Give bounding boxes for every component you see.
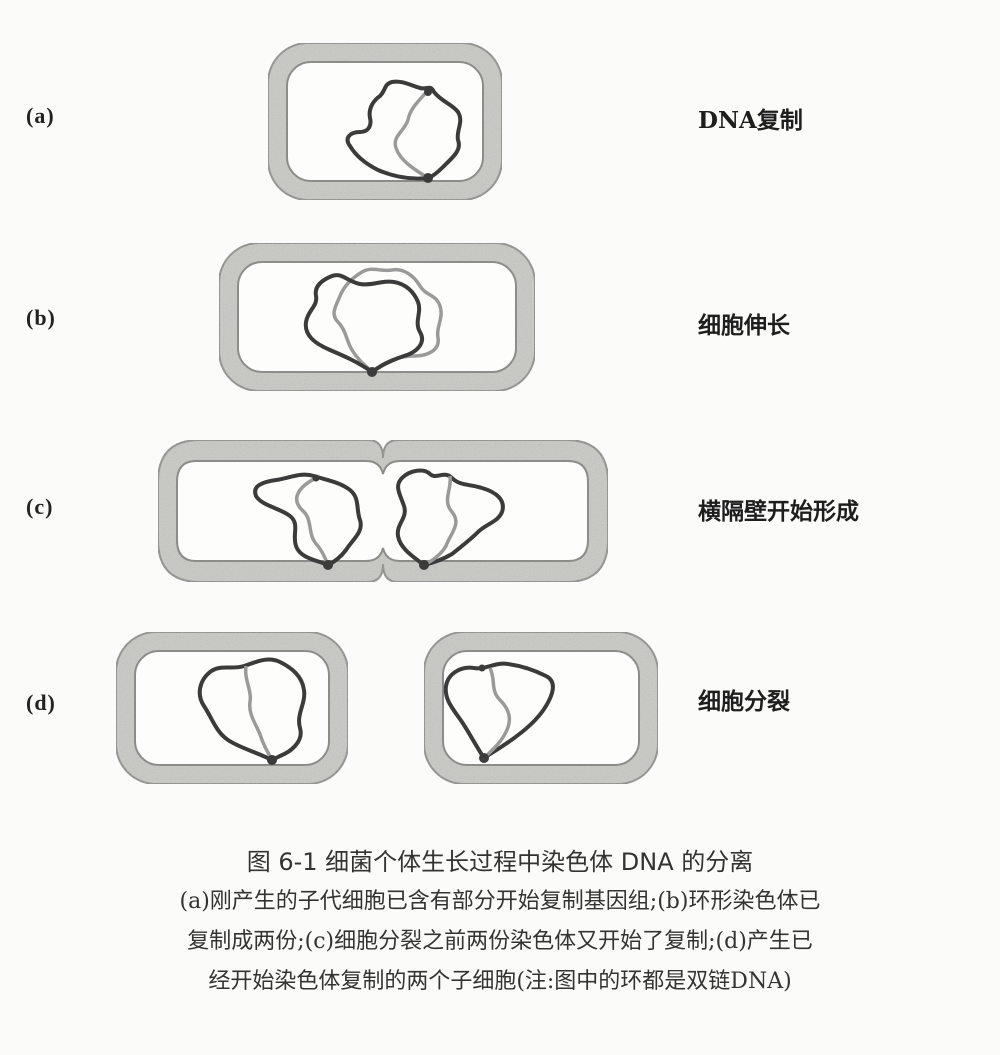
cell-d-left [115,631,349,785]
dna-loop-c-right [395,468,505,567]
cell-c [157,439,609,583]
cell-d-right [423,631,659,785]
caption-line-1: (a)刚产生的子代细胞已含有部分开始复制基因组;(b)环形染色体已 [179,889,821,914]
origin-dot-c-right [419,560,429,570]
dna-loop-a-outer [345,79,463,181]
origin-dot-b [367,367,377,377]
dna-loop-c-right-light [423,475,458,567]
origin-dot-d-right [479,753,489,763]
figure-caption: 图 6-1 细菌个体生长过程中染色体 DNA 的分离 (a)刚产生的子代细胞已含… [0,842,1000,1002]
stage-label-c: 横隔壁开始形成 [698,498,859,525]
replication-fork-a [424,88,432,96]
cell-membrane-d-left [134,650,330,766]
dna-loop-b-light [332,267,443,374]
row-label-b: (b) [26,305,56,330]
dna-loop-c-left-light [295,476,330,566]
row-label-d: (d) [26,690,56,715]
dna-loop-a-replicated [393,88,430,180]
caption-line-3: 经开始染色体复制的两个子细胞(注:图中的环都是双链DNA) [208,969,792,994]
stage-label-d: 细胞分裂 [698,688,790,715]
cell-a [267,42,503,201]
diagram-canvas [115,42,659,785]
dna-loop-d-right [443,661,555,760]
caption-title: 图 6-1 细菌个体生长过程中染色体 DNA 的分离 [246,848,754,876]
row-label-a: (a) [26,103,55,128]
dna-loop-c-left [253,472,363,567]
fork-dot-c-left [312,474,320,482]
stage-label-a: DNA复制 [698,107,803,134]
dna-loop-b-dark [303,273,424,374]
dna-loop-d-right-light [482,667,512,760]
origin-dot-d-left [267,755,277,765]
cell-membrane-a [286,61,484,182]
row-label-c: (c) [26,494,54,519]
fork-dot-d-right [478,664,486,672]
cell-b [218,242,536,392]
stage-label-b: 细胞伸长 [698,312,790,339]
cell-membrane-b [237,261,517,373]
origin-dot-c-left [323,560,333,570]
dna-loop-d-left [197,657,307,762]
dna-loop-d-left-light [243,665,274,761]
bacterial-division-figure: (a) (b) (c) (d) DNA复制 细胞伸长 横隔壁开始形成 细胞分裂 [26,42,859,785]
cell-membrane-c [176,460,589,562]
caption-line-2: 复制成两份;(c)细胞分裂之前两份染色体又开始了复制;(d)产生已 [187,929,813,954]
origin-dot-a [423,173,433,183]
